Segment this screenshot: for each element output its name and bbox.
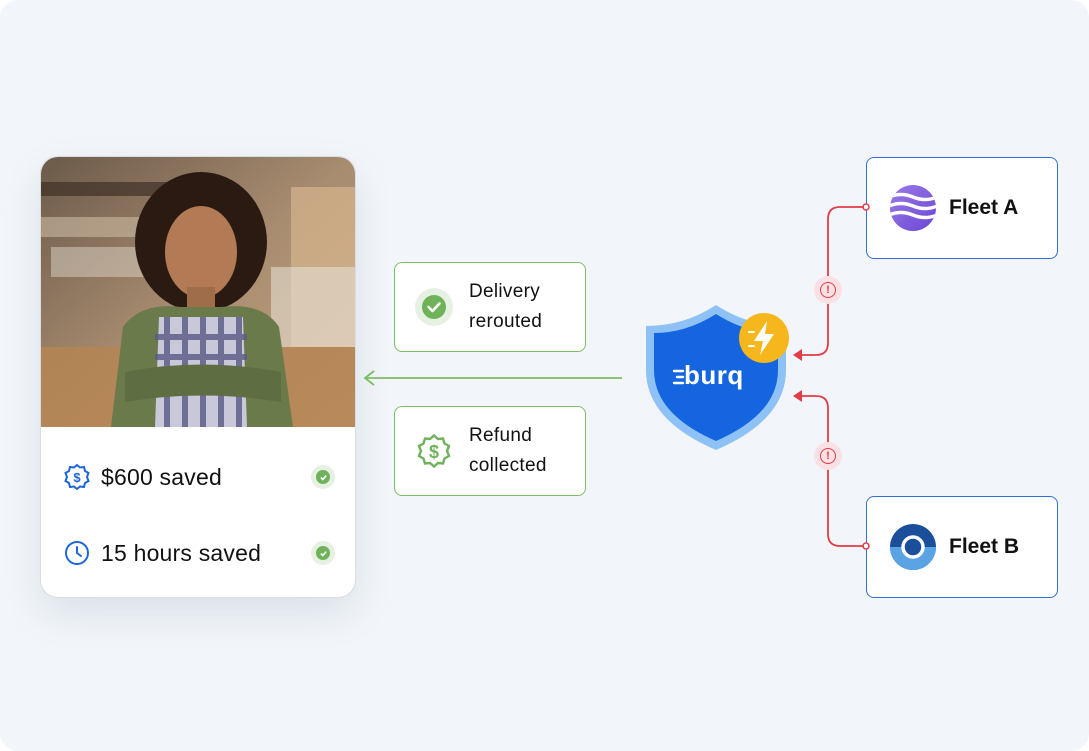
wave-sphere-icon: [890, 185, 936, 231]
alert-icon: !: [814, 276, 842, 304]
fleet-a-card[interactable]: Fleet A: [866, 157, 1058, 259]
brand-logo: burq: [672, 360, 764, 394]
stat-money-saved: $ $600 saved: [63, 457, 335, 497]
lightning-icon: [739, 313, 789, 363]
merchant-card: $ $600 saved 15 hours saved: [40, 156, 356, 598]
stat-label: 15 hours saved: [101, 539, 262, 566]
status-label: Delivery rerouted: [469, 277, 542, 337]
status-line1: Delivery: [469, 281, 541, 302]
fleet-b-card[interactable]: Fleet B: [866, 496, 1058, 598]
status-line1: Refund: [469, 425, 533, 446]
clock-icon: [65, 541, 89, 565]
stat-hours-saved: 15 hours saved: [63, 533, 335, 573]
check-icon: [311, 541, 335, 565]
svg-text:$: $: [73, 470, 81, 485]
stat-label: $600 saved: [101, 463, 222, 490]
fleet-name: Fleet B: [949, 535, 1020, 558]
check-icon: [311, 465, 335, 489]
brand-speed-lines: [672, 369, 685, 385]
dollar-seal-icon: $: [417, 433, 451, 469]
merchant-photo: [41, 157, 355, 427]
status-refund-collected: $ Refund collected: [394, 406, 586, 496]
alert-icon: !: [814, 442, 842, 470]
fleet-name: Fleet A: [949, 196, 1019, 219]
dollar-badge-icon: $: [64, 463, 90, 491]
svg-text:$: $: [429, 442, 439, 462]
status-delivery-rerouted: Delivery rerouted: [394, 262, 586, 352]
ring-sphere-icon: [890, 524, 936, 570]
brand-name: burq: [684, 360, 744, 390]
fleet-b-connector: [797, 395, 864, 547]
status-line2: rerouted: [469, 311, 543, 332]
status-label: Refund collected: [469, 421, 547, 481]
status-line2: collected: [469, 455, 547, 476]
check-circle-icon: [415, 288, 453, 326]
reroute-arrowhead: [363, 370, 375, 386]
